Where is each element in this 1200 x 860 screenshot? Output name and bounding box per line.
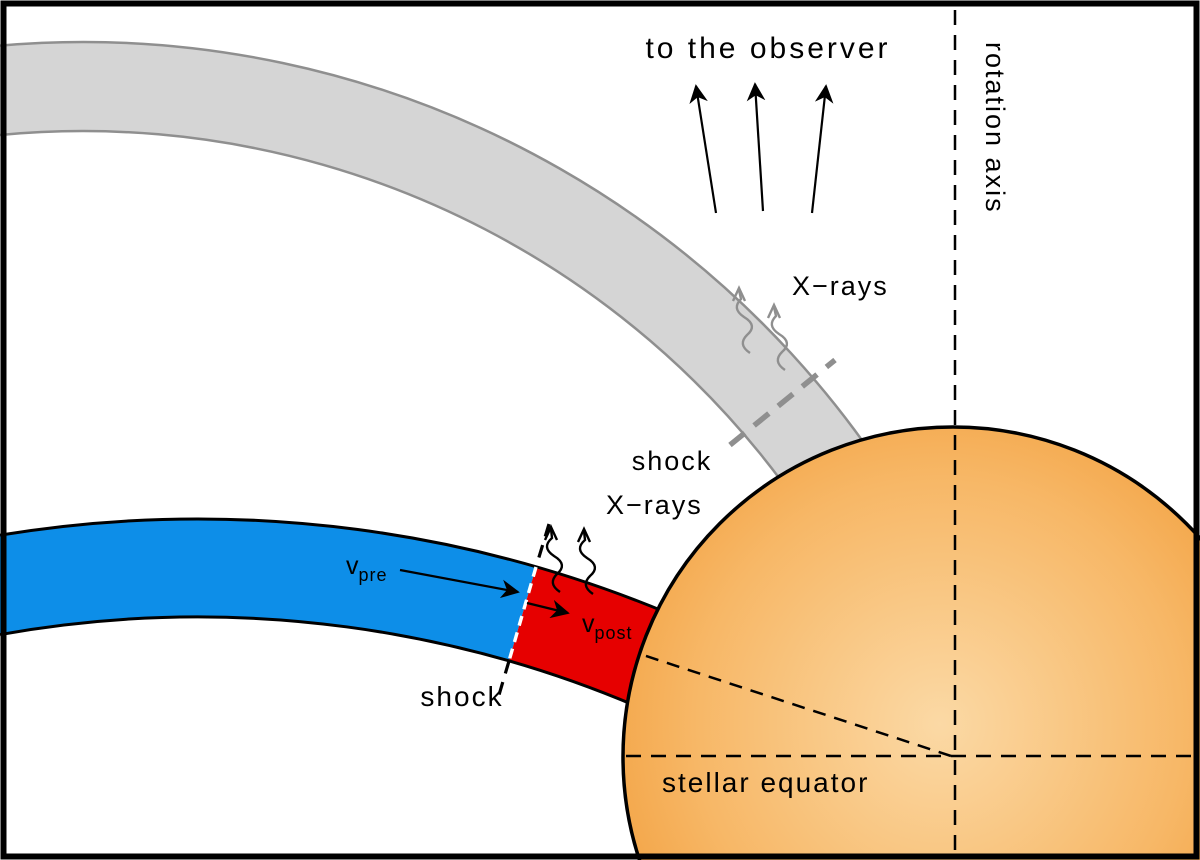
v-post-base: v <box>582 610 595 638</box>
near-shock-dash-upper <box>534 523 551 568</box>
far-xray-arrowhead-2-icon <box>766 302 782 319</box>
footpoint-radius-dashed-line <box>642 653 952 758</box>
near-shock-label: shock <box>420 681 503 712</box>
rotation-axis-label: rotation axis <box>980 42 1010 214</box>
far-xrays-label: X−rays <box>792 271 889 301</box>
gray-stream-outer-edge <box>0 40 952 590</box>
near-xray-wavy-arrow-2 <box>578 530 597 595</box>
near-stream-top-edge <box>0 517 701 629</box>
near-stream-bottom-edge <box>0 615 681 728</box>
near-xray-arrowhead-2-icon <box>576 526 592 543</box>
observer-arrow-1 <box>689 84 718 214</box>
v-pre-base: v <box>346 552 359 580</box>
v-post-arrow <box>526 599 570 619</box>
near-shock-dash-lower <box>497 660 511 696</box>
near-xrays-label: X−rays <box>606 490 703 520</box>
far-xray-wavy-arrow-2 <box>770 306 789 371</box>
near-xray-wavy-arrow-1 <box>545 528 564 593</box>
v-pre-sub: pre <box>359 565 388 585</box>
observer-arrow-3 <box>810 84 834 214</box>
far-shock-label: shock <box>632 446 713 476</box>
far-xray-arrowhead-1-icon <box>731 285 747 302</box>
far-xray-wavy-arrow-1 <box>735 289 754 354</box>
observer-label: to the observer <box>645 32 890 65</box>
blue-preshock-stream <box>0 519 537 661</box>
observer-arrow-2 <box>746 82 766 212</box>
v-pre-arrow <box>399 568 520 599</box>
near-xray-arrowhead-1-icon <box>543 524 559 541</box>
star <box>621 425 1200 860</box>
v-post-sub: post <box>595 623 633 643</box>
stellar-equator-label: stellar equator <box>662 767 869 798</box>
gray-stream-band <box>0 42 950 860</box>
v-pre-label: vpre <box>346 552 388 585</box>
v-post-label: vpost <box>582 610 633 643</box>
far-shock-dashed-line <box>728 357 837 448</box>
